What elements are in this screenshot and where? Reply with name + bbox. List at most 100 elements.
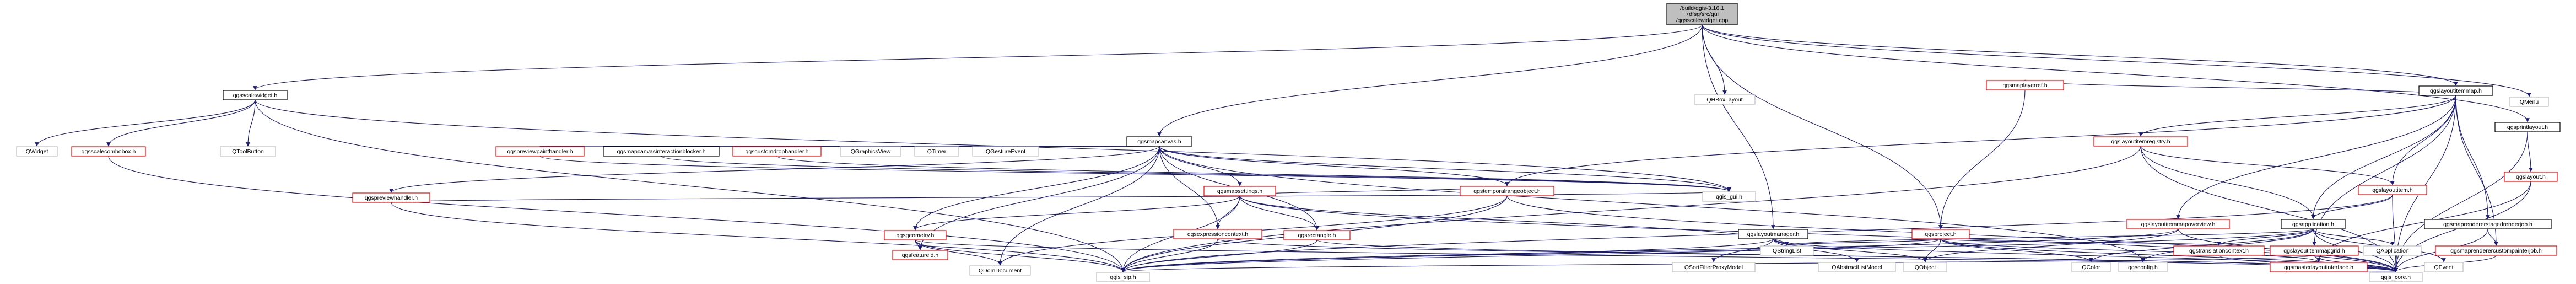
edge-qgslayoutitemmap_h-to-qgstemporalrangeobject_h: [1505, 95, 2456, 186]
edge-qgslayoutitemmap_h-to-qgslayoutitemmapoverview_h: [2176, 95, 2456, 219]
edge-qgsproject_h-to-qgis_core_h: [1940, 238, 2398, 272]
node-qgspreviewviewitem_h[interactable]: qgspreviewhandler.h: [352, 192, 430, 203]
node-qgsmaprendererstagedrenderjob_h[interactable]: qgsmaprendererstagedrenderjob.h: [2424, 219, 2552, 229]
node-qgsrectangle_h[interactable]: qgsrectangle.h: [1283, 230, 1351, 240]
edge-qgslayoutmanager_h-to-qobject: [1773, 238, 1927, 262]
node-box: [16, 146, 58, 157]
node-qgscustomdrophandler_h[interactable]: qgscustomdrophandler.h: [732, 146, 822, 157]
node-box: [1702, 191, 1756, 202]
node-label: qgsconfig.h: [2128, 264, 2158, 271]
node-qsortfilterproxymodel: QSortFilterProxyModel: [1672, 262, 1756, 272]
edge-qgslayoutitemmap_h-to-qgsmaplayerref_h: [2023, 79, 2456, 96]
node-qgsexpressioncontext_h[interactable]: qgsexpressioncontext.h: [1173, 229, 1262, 239]
edge-qgspreviewviewitem_h-to-qgis_gui_h: [391, 191, 1731, 203]
node-qgslayoutmanager_h[interactable]: qgslayoutmanager.h: [1738, 229, 1808, 239]
edge-qgsexpressioncontext_h-to-qgis_sip_h: [1121, 238, 1218, 272]
node-qwidget: QWidget: [16, 146, 58, 157]
edge-root-to-qgsprintlayout_h: [1702, 24, 2530, 122]
node-label: QSortFilterProxyModel: [1684, 264, 1743, 271]
node-label: qgspreviewpainthandler.h: [507, 148, 573, 155]
node-box: [71, 146, 146, 157]
node-label: qgsprintlayout.h: [2507, 124, 2548, 131]
node-qgstemporalrangeobject_h[interactable]: qgstemporalrangeobject.h: [1460, 186, 1554, 196]
node-qgslayoutitemmapoverview_h[interactable]: qgslayoutitemmapoverview.h: [2126, 219, 2230, 229]
node-box: [2418, 85, 2493, 96]
edge-qgsproject_h-to-qstringlist: [1785, 238, 1941, 246]
node-qgsapplication_h[interactable]: qgsapplication.h: [2281, 219, 2346, 229]
node-box: [2093, 136, 2188, 147]
node-qapplication: QApplication: [2363, 245, 2422, 256]
node-qgestureevent: QGestureEvent: [972, 146, 1039, 157]
node-label: qgis_gui.h: [1716, 194, 1742, 200]
edge-qgsgeometry_h-to-qgis_sip_h: [915, 239, 1125, 272]
node-qgslayoutitemmapgrid_h[interactable]: qgslayoutitemmapgrid.h: [2270, 245, 2359, 256]
edge-qgslayoutitemregistry_h-to-qgslayoutitem_h: [2140, 146, 2395, 185]
node-qgsconfig_h: qgsconfig.h: [2118, 262, 2168, 272]
node-qgslayoutitem_h[interactable]: qgslayoutitem.h: [2358, 185, 2427, 195]
node-label: QToolButton: [232, 148, 264, 155]
edge-qgscustomdrophandler_h-to-qgis_gui_h: [776, 156, 1731, 192]
edge-root-to-qgsmapcanvas_h: [1157, 24, 1703, 137]
node-label: qgsmapcanvasinteractionblocker.h: [617, 148, 705, 155]
node-qgsproject_h[interactable]: qgsproject.h: [1911, 229, 1970, 239]
node-qgsmapcanvas_h[interactable]: qgsmapcanvas.h: [1126, 136, 1192, 147]
node-root[interactable]: /build/qgis-3.16.1+dfsg/src/gui/qgsscale…: [1666, 3, 1738, 25]
node-label: /build/qgis-3.16.1: [1680, 5, 1724, 12]
node-qgsscalecombobox_h[interactable]: qgsscalecombobox.h: [71, 146, 146, 157]
node-box: [2435, 245, 2557, 256]
edge-qgsscalecombobox_h-to-qgis_sip_h: [108, 156, 1125, 272]
node-box: [2509, 97, 2549, 107]
node-box: [220, 146, 276, 157]
node-box: [1096, 272, 1150, 282]
node-box: [2126, 219, 2230, 229]
node-qgslayout_h[interactable]: qgslayout.h: [2504, 172, 2558, 182]
node-label: QObject: [1915, 264, 1936, 271]
node-label: QMenu: [2520, 99, 2539, 105]
node-box: [2424, 262, 2464, 272]
edge-root-to-qgsproject_h: [1702, 24, 1943, 229]
node-box: [495, 146, 585, 157]
node-qgslayoutitemregistry_h[interactable]: qgslayoutitemregistry.h: [2093, 136, 2188, 147]
node-qgsscalewidget_h[interactable]: qgsscalewidget.h: [223, 90, 288, 100]
node-qgstranslationcontext_h[interactable]: qgstranslationcontext.h: [2173, 245, 2265, 256]
node-label: qgsmaprenderercustompainterjob.h: [2450, 248, 2542, 254]
node-box: [1460, 186, 1554, 196]
node-qgsmapcanvasinteractionblocker_h[interactable]: qgsmapcanvasinteractionblocker.h: [603, 146, 720, 157]
edge-qgslayoutitemregistry_h-to-qgsapplication_h: [2140, 146, 2315, 219]
node-qmenu: QMenu: [2509, 97, 2549, 107]
edge-root-to-qgslayoutitemmap_h: [1702, 24, 2458, 86]
node-qgraphicsview: QGraphicsView: [840, 146, 901, 157]
node-label: qgscustomdrophandler.h: [746, 148, 809, 155]
edge-qgsapplication_h-to-qcolor: [2089, 228, 2314, 262]
node-qgsmaprenderercustompainterjob_h[interactable]: qgsmaprenderercustompainterjob.h: [2435, 245, 2557, 256]
edge-qgsmapcanvas_h-to-qdomdocument: [998, 146, 1160, 266]
node-qobject: QObject: [1903, 262, 1947, 272]
node-qgis_gui_h: qgis_gui.h: [1702, 191, 1756, 202]
node-qgsgeometry_h[interactable]: qgsgeometry.h: [884, 230, 947, 240]
node-box: [892, 250, 948, 260]
node-qgsfeatureid_h[interactable]: qgsfeatureid.h: [892, 250, 948, 260]
node-qgsmasterlayoutinterface_h[interactable]: qgsmasterlayoutinterface.h: [2270, 262, 2368, 272]
edge-qgslayoutmanager_h-to-qabstractlistmodel: [1773, 238, 1859, 262]
node-label: QEvent: [2434, 264, 2453, 271]
edge-qgsscalewidget_h-to-qgis_gui_h: [255, 99, 1731, 192]
node-box: [2173, 245, 2265, 256]
node-qgslayoutitemmap_h[interactable]: qgslayoutitemmap.h: [2418, 85, 2493, 96]
node-qtoolbutton: QToolButton: [220, 146, 276, 157]
node-qgsmapsettings_h[interactable]: qgsmapsettings.h: [1203, 186, 1276, 196]
edge-qgsmaplayerref_h-to-qgsproject_h: [1938, 89, 2026, 229]
node-qgsmaplayerref_h[interactable]: qgsmaplayerref.h: [1986, 80, 2064, 90]
edge-qgslayoutitemmap_h-to-qgslayoutitem_h: [2390, 95, 2456, 185]
edge-root-to-qmenu: [1702, 24, 2531, 97]
node-qevent: QEvent: [2424, 262, 2464, 272]
node-box: [223, 90, 288, 100]
node-label: qgsscalewidget.h: [233, 92, 278, 99]
node-qgspreviewpainthandler_h[interactable]: qgspreviewpainthandler.h: [495, 146, 585, 157]
node-label: qgstemporalrangeobject.h: [1473, 188, 1541, 195]
node-label: qgslayoutitemmapoverview.h: [2141, 221, 2216, 228]
node-label: QWidget: [26, 148, 48, 155]
edge-qgslayoutitem_h-to-qgsapplication_h: [2311, 194, 2393, 219]
node-qgsprintlayout_h[interactable]: qgsprintlayout.h: [2494, 122, 2561, 132]
node-label: QAbstractListModel: [1832, 264, 1882, 271]
